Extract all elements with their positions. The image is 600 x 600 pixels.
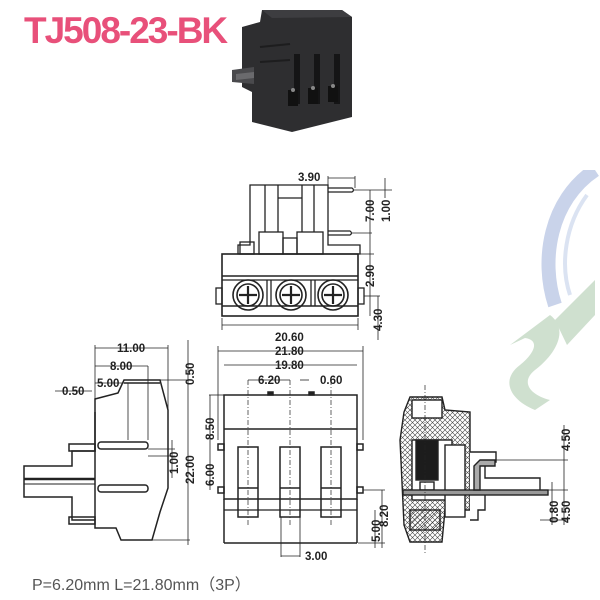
dim-slot-width: 3.00 — [305, 551, 327, 563]
dim-body-width: 19.80 — [275, 360, 304, 372]
dim-body-upper: 2.90 — [365, 265, 377, 287]
dim-inner-width: 20.60 — [275, 332, 304, 344]
dim-height-total: 22.00 — [185, 455, 197, 484]
part-number-title: TJ508-23-BK — [24, 10, 228, 51]
front-view-dims — [209, 346, 385, 557]
dim-latch-spacing: 6.00 — [205, 464, 217, 486]
dim-pin-height: 7.00 — [365, 200, 377, 222]
dim-depth-mid: 8.00 — [110, 361, 132, 373]
watermark-logo — [509, 170, 600, 410]
product-photo — [232, 10, 352, 132]
dim-pin-thickness: 0.80 — [549, 501, 561, 523]
front-view — [217, 391, 364, 544]
top-view — [215, 184, 365, 317]
dim-body-lower: 4.30 — [373, 309, 385, 331]
dim-ledge-top: 0.50 — [185, 363, 197, 385]
section-view-dims — [496, 425, 568, 525]
dim-pin-top: 1.00 — [381, 200, 393, 222]
dim-pin-upper: 4.50 — [561, 429, 573, 451]
dim-depth-total: 11.00 — [117, 343, 145, 355]
dim-pin-offset: 3.90 — [298, 172, 320, 184]
spec-footer: P=6.20mm L=21.80mm（3P） — [32, 577, 251, 594]
dim-pin-lower: 4.50 — [561, 501, 573, 523]
dim-ledge-left: 0.50 — [62, 386, 84, 398]
dim-upper-height: 8.50 — [205, 418, 217, 440]
top-view-dims — [221, 176, 392, 340]
front-view-centerlines — [247, 380, 332, 525]
dim-base-height: 5.00 — [371, 520, 383, 542]
side-view-dims — [55, 340, 190, 545]
dim-pitch: 6.20 — [258, 375, 280, 387]
dim-slot-height: 8.20 — [379, 505, 391, 527]
dim-key-width: 0.60 — [320, 375, 342, 387]
section-view — [399, 396, 549, 543]
dim-pin-gap: 1.00 — [169, 452, 181, 474]
side-view — [23, 379, 169, 541]
dim-depth-pin: 5.00 — [97, 378, 119, 390]
dim-total-width: 21.80 — [275, 346, 304, 358]
